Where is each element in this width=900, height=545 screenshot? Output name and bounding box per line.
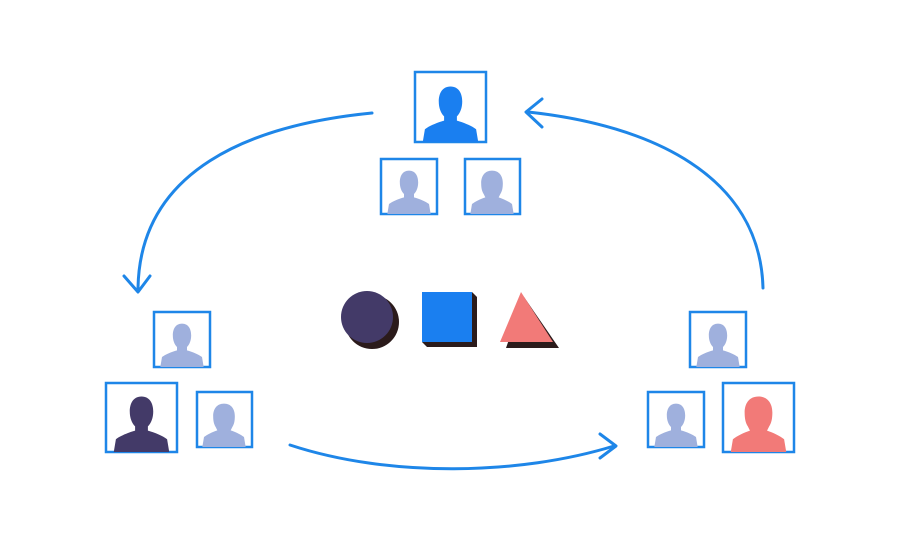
- triangle-shape-icon: [500, 292, 559, 348]
- person-card-left-top: [152, 310, 212, 369]
- person-card-right-top: [688, 310, 748, 369]
- person-card-top-left: [379, 157, 439, 216]
- person-card-top-right: [463, 157, 522, 216]
- circle-shape-icon: [341, 291, 399, 349]
- person-card-right-main: [721, 381, 796, 454]
- top-group: [379, 70, 522, 216]
- person-card-top-primary: [413, 70, 488, 144]
- square-shape-icon: [422, 292, 477, 347]
- arrow-right-to-top: [524, 97, 765, 290]
- person-card-left-main: [104, 381, 179, 454]
- left-group: [104, 310, 254, 454]
- person-card-left-right: [195, 390, 254, 449]
- arrow-left-to-right: [288, 432, 618, 471]
- right-group: [646, 310, 796, 454]
- person-card-right-left: [646, 390, 706, 449]
- arrow-top-to-left: [122, 111, 374, 294]
- cycle-arrows: [122, 97, 765, 471]
- center-shapes: [341, 291, 559, 349]
